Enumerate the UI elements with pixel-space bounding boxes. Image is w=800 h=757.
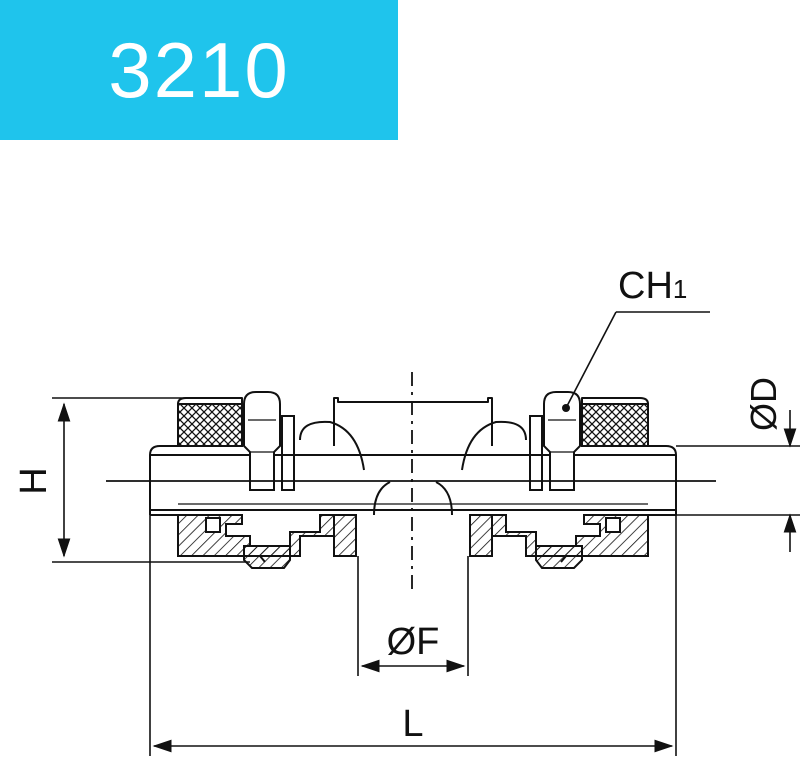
label-d: ØD [743, 377, 784, 431]
dimension-l [149, 515, 677, 756]
label-ch: CH1 [618, 265, 687, 307]
knurled-nut-left [177, 403, 243, 447]
dimension-f [357, 556, 469, 676]
section-hatch [177, 514, 649, 569]
model-number-banner: 3210 [0, 0, 398, 140]
label-h: H [13, 467, 55, 494]
dimension-h [52, 397, 250, 563]
center-lines [106, 372, 716, 590]
label-ch-subscript: 1 [673, 274, 687, 304]
dimension-d [676, 410, 800, 552]
label-ch-main: CH [618, 265, 673, 307]
collet-left [243, 391, 295, 491]
model-number: 3210 [108, 25, 290, 114]
collet-right [529, 391, 581, 491]
leader-ch [565, 311, 710, 409]
label-f: ØF [387, 621, 440, 663]
label-l: L [402, 703, 423, 745]
knurled-nut-right [581, 403, 649, 447]
